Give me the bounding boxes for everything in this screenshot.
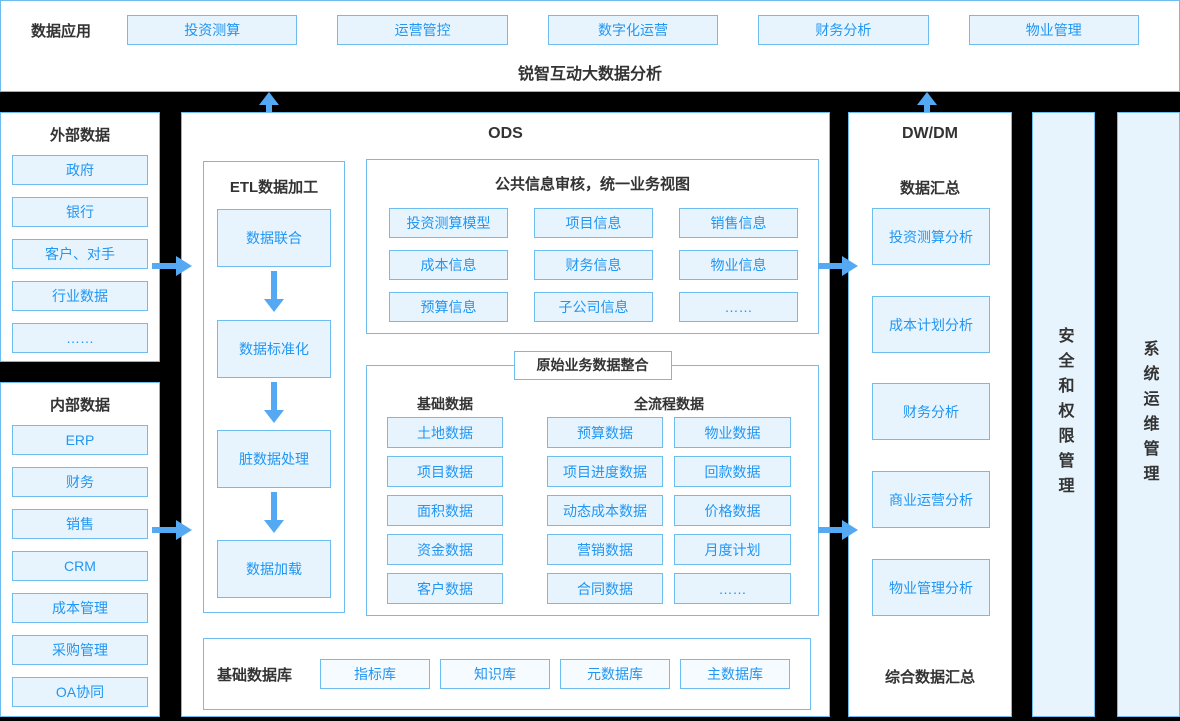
info-node-subsidiary-info: 子公司信息 [534,292,653,322]
data-node-area: 面积数据 [387,495,503,526]
app-button-operation-control: 运营管控 [337,15,508,45]
common-info-panel: 公共信息审核，统一业务视图 投资测算模型 项目信息 销售信息 成本信息 财务信息… [366,159,819,334]
data-node-monthly-plan: 月度计划 [674,534,791,565]
base-database-label: 基础数据库 [217,666,293,684]
system-operations-label: 系统运维管理 [1140,339,1158,490]
data-node-price: 价格数据 [674,495,791,526]
db-node-master-data: 主数据库 [680,659,791,689]
data-node-marketing: 营销数据 [547,534,663,565]
analysis-node-property-management: 物业管理分析 [872,559,990,616]
info-node-sales-info: 销售信息 [679,208,798,238]
data-node-land: 土地数据 [387,417,503,448]
data-node-contract: 合同数据 [547,573,663,604]
base-data-header: 基础数据 [417,396,473,412]
banner-button-row: 数据应用 投资测算 运营管控 数字化运营 财务分析 物业管理 [1,1,1179,45]
internal-data-title: 内部数据 [49,397,110,414]
list-item-customers-counterparties: 客户、对手 [12,239,148,269]
common-info-title: 公共信息审核，统一业务视图 [494,176,690,193]
list-item-oa-collaboration: OA协同 [12,677,148,707]
full-process-data-header: 全流程数据 [634,396,704,412]
info-node-finance-info: 财务信息 [534,250,653,280]
app-button-digital-operation: 数字化运营 [547,15,719,45]
base-database-list: 指标库 知识库 元数据库 主数据库 [320,659,791,689]
system-operations-bar: 系统运维管理 [1117,112,1180,717]
app-button-financial-analysis: 财务分析 [758,15,929,45]
app-banner: 数据应用 投资测算 运营管控 数字化运营 财务分析 物业管理 锐智互动大数据分析 [0,0,1180,92]
info-node-ellipsis: …… [679,292,798,322]
base-database-panel: 基础数据库 指标库 知识库 元数据库 主数据库 [203,638,811,710]
platform-title: 锐智互动大数据分析 [517,66,662,83]
list-item-industry-data: 行业数据 [12,281,148,311]
comprehensive-summary-label: 综合数据汇总 [884,669,975,686]
db-node-knowledge: 知识库 [440,659,551,689]
list-item-bank: 银行 [12,197,148,227]
info-node-budget-info: 预算信息 [389,292,508,322]
data-summary-label: 数据汇总 [899,180,960,197]
db-node-indicator: 指标库 [320,659,431,689]
list-item-erp: ERP [12,425,148,455]
list-item-crm: CRM [12,551,148,581]
security-permission-bar: 安全和权限管理 [1032,112,1095,717]
internal-data-panel: 内部数据 ERP 财务 销售 CRM 成本管理 采购管理 OA协同 [0,382,160,717]
list-item-finance: 财务 [12,467,148,497]
data-node-dynamic-cost: 动态成本数据 [547,495,663,526]
internal-data-list: ERP 财务 销售 CRM 成本管理 采购管理 OA协同 [1,425,159,707]
dwdm-title: DW/DM [902,125,958,142]
analysis-node-finance: 财务分析 [872,383,990,440]
list-item-government: 政府 [12,155,148,185]
app-button-property-management: 物业管理 [968,15,1139,45]
list-item-sales: 销售 [12,509,148,539]
info-node-cost-info: 成本信息 [389,250,508,280]
flow-data-column-right: 物业数据 回款数据 价格数据 月度计划 …… [674,417,791,604]
etl-title: ETL数据加工 [229,179,319,196]
etl-step-data-loading: 数据加载 [217,540,331,598]
external-data-title: 外部数据 [49,127,110,144]
app-button-investment-calc: 投资测算 [127,15,298,45]
dwdm-panel: DW/DM 数据汇总 投资测算分析 成本计划分析 财务分析 商业运营分析 物业管… [848,112,1012,717]
data-node-repayment: 回款数据 [674,456,791,487]
ods-title: ODS [488,125,523,142]
data-application-label: 数据应用 [31,22,92,40]
analysis-node-commercial-operation: 商业运营分析 [872,471,990,528]
data-node-project-progress: 项目进度数据 [547,456,663,487]
external-data-list: 政府 银行 客户、对手 行业数据 …… [1,155,159,353]
info-node-property-info: 物业信息 [679,250,798,280]
data-node-project: 项目数据 [387,456,503,487]
data-node-budget: 预算数据 [547,417,663,448]
analysis-node-investment: 投资测算分析 [872,208,990,265]
list-item-cost-management: 成本管理 [12,593,148,623]
flow-data-column-left: 预算数据 项目进度数据 动态成本数据 营销数据 合同数据 [547,417,663,604]
ods-panel: ODS ETL数据加工 数据联合 数据标准化 脏数据处理 数据加载 公共信息审核… [181,112,830,717]
base-data-column: 土地数据 项目数据 面积数据 资金数据 客户数据 [387,417,503,604]
info-node-project-info: 项目信息 [534,208,653,238]
application-buttons: 投资测算 运营管控 数字化运营 财务分析 物业管理 [127,15,1139,45]
etl-processing-box: ETL数据加工 数据联合 数据标准化 脏数据处理 数据加载 [203,161,345,613]
raw-business-panel: 原始业务数据整合 基础数据 全流程数据 土地数据 项目数据 面积数据 资金数据 … [366,351,819,616]
info-node-investment-model: 投资测算模型 [389,208,508,238]
list-item-procurement-management: 采购管理 [12,635,148,665]
list-item-ellipsis: …… [12,323,148,353]
common-info-grid: 投资测算模型 项目信息 销售信息 成本信息 财务信息 物业信息 预算信息 子公司… [389,208,798,322]
etl-step-data-union: 数据联合 [217,209,331,267]
data-node-ellipsis: …… [674,573,791,604]
analysis-node-cost-plan: 成本计划分析 [872,296,990,353]
external-data-panel: 外部数据 政府 银行 客户、对手 行业数据 …… [0,112,160,362]
data-node-property: 物业数据 [674,417,791,448]
etl-step-data-standardization: 数据标准化 [217,320,331,378]
etl-step-dirty-data-handling: 脏数据处理 [217,430,331,488]
raw-business-title: 原始业务数据整合 [513,351,672,380]
data-node-capital: 资金数据 [387,534,503,565]
db-node-metadata: 元数据库 [560,659,671,689]
security-permission-label: 安全和权限管理 [1055,327,1073,502]
data-node-customer: 客户数据 [387,573,503,604]
